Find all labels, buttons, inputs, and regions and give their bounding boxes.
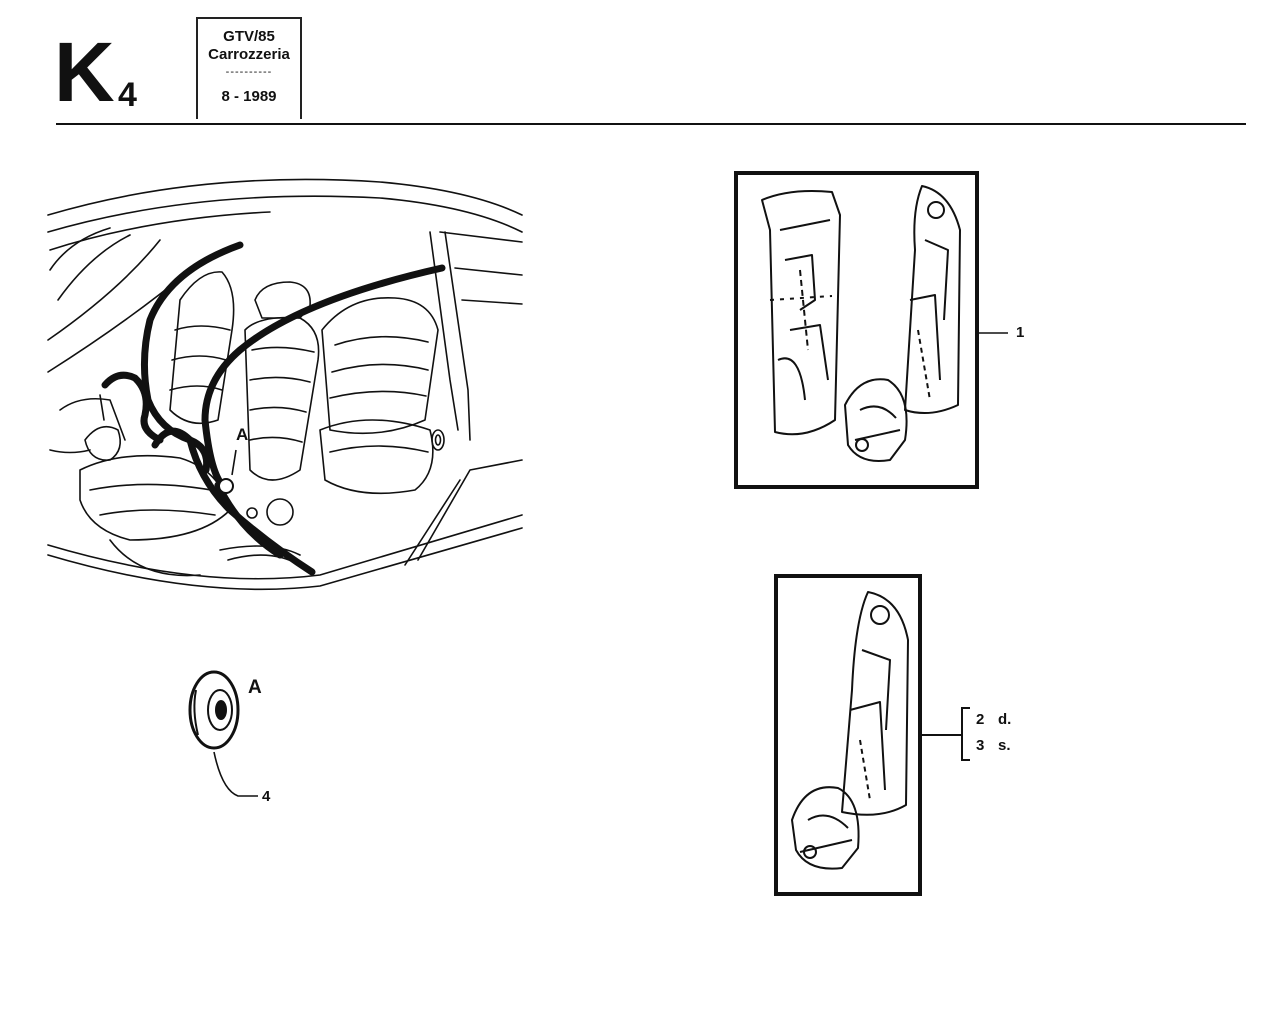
left-side-label: s.	[998, 737, 1011, 754]
title-separator: ----------	[225, 66, 273, 78]
sheet-letter: K	[54, 25, 115, 119]
sheet-number: 4	[118, 76, 137, 114]
part-number-3: 3	[976, 737, 985, 754]
date-label: 8 - 1989	[221, 88, 277, 105]
header-rule	[56, 123, 1246, 125]
title-box: GTV/85 Carrozzeria ---------- 8 - 1989	[196, 17, 302, 119]
part-number-1: 1	[1016, 324, 1025, 341]
detail-label-a: A	[248, 677, 262, 698]
car-label-a: A	[236, 425, 249, 444]
section-label: Carrozzeria	[208, 46, 290, 63]
part-number-2: 2	[976, 711, 985, 728]
part-number-4: 4	[262, 788, 271, 805]
model-label: GTV/85	[223, 28, 275, 45]
right-side-label: d.	[998, 711, 1012, 728]
kit-1-box	[734, 171, 979, 489]
